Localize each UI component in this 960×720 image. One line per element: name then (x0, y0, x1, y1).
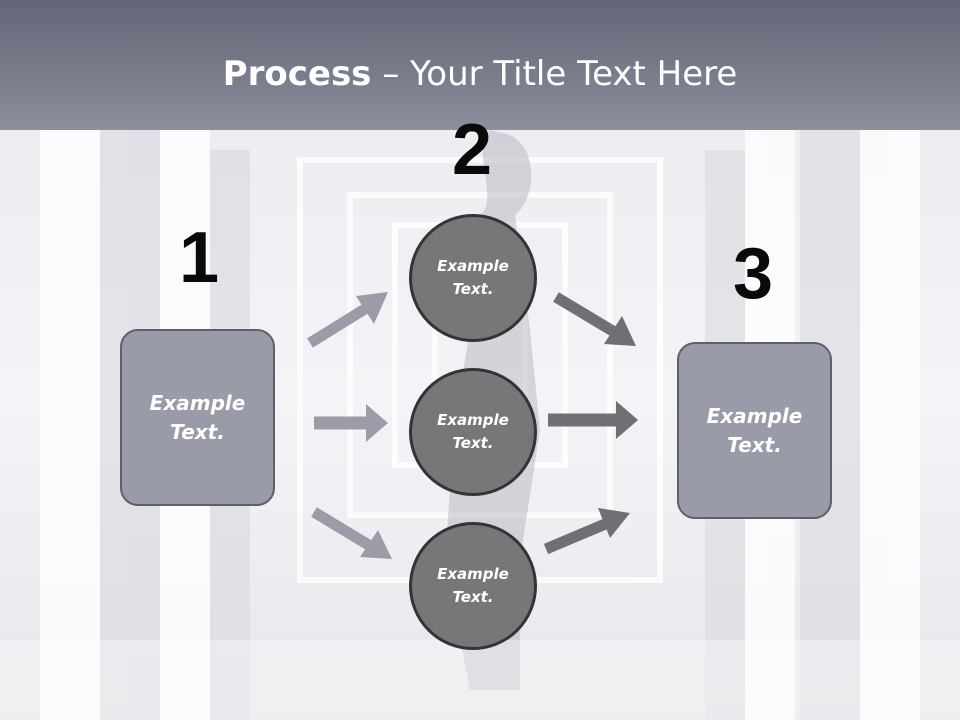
title-bold: Process (222, 54, 372, 94)
step-number-1: 1 (178, 218, 220, 298)
right-box-text: Example Text. (706, 403, 803, 457)
right-box: Example Text. (677, 342, 832, 519)
arrow-to-top-circle (307, 292, 388, 348)
left-box: Example Text. (120, 329, 275, 506)
slide-title: Process – Your Title Text Here (0, 52, 960, 96)
arrow-from-bottom-circle (543, 508, 630, 555)
step-number-2: 2 (451, 110, 493, 190)
circle-bottom: Example Text. (409, 522, 537, 650)
circle-top-text: Example Text. (437, 257, 509, 298)
arrow-from-top-circle (553, 292, 636, 346)
circle-middle-text: Example Text. (437, 411, 509, 452)
arrow-to-middle-circle (314, 404, 388, 442)
circle-top: Example Text. (409, 214, 537, 342)
title-rest: – Your Title Text Here (371, 54, 738, 94)
arrow-from-middle-circle (548, 401, 638, 439)
title-bar (0, 0, 960, 130)
step-number-3: 3 (732, 234, 774, 314)
arrow-to-bottom-circle (311, 507, 392, 559)
circle-middle: Example Text. (409, 368, 537, 496)
circle-bottom-text: Example Text. (437, 565, 509, 606)
left-box-text: Example Text. (149, 390, 246, 444)
